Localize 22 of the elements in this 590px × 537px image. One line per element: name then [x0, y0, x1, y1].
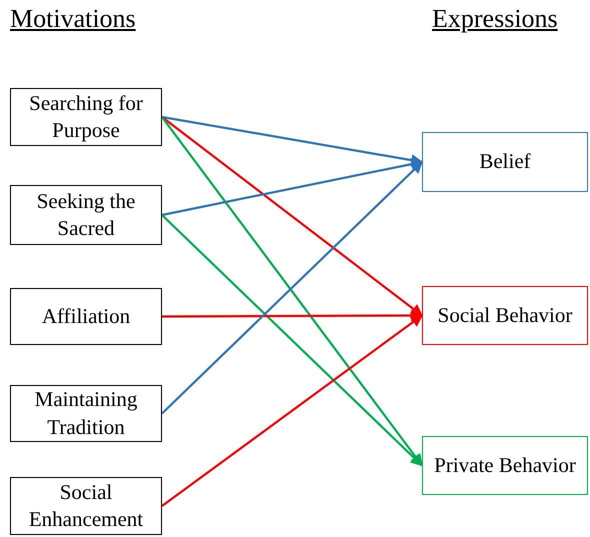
- node-box: [10, 288, 162, 345]
- arrow: [161, 116, 423, 316]
- node-label: Affiliation: [42, 302, 130, 330]
- node-box: [422, 436, 588, 495]
- node-label: Seeking the Sacred: [36, 188, 136, 242]
- node-box: [10, 88, 162, 146]
- node-label: Maintaining Tradition: [34, 386, 138, 440]
- node-box: [10, 185, 162, 245]
- node-box: [10, 385, 162, 442]
- column-heading: Expressions: [432, 4, 558, 34]
- node-box: [422, 286, 588, 345]
- node-label: Social Behavior: [438, 302, 572, 329]
- column-heading: Motivations: [10, 4, 136, 34]
- arrow: [161, 214, 423, 466]
- node-label: Private Behavior: [434, 452, 576, 479]
- arrow: [161, 314, 423, 507]
- arrow: [161, 161, 423, 414]
- node-box: [422, 132, 588, 192]
- node-label: Searching for Purpose: [28, 90, 144, 144]
- node-label: Belief: [479, 148, 531, 176]
- node-label: Social Enhancement: [28, 478, 144, 533]
- node-box: [10, 477, 162, 535]
